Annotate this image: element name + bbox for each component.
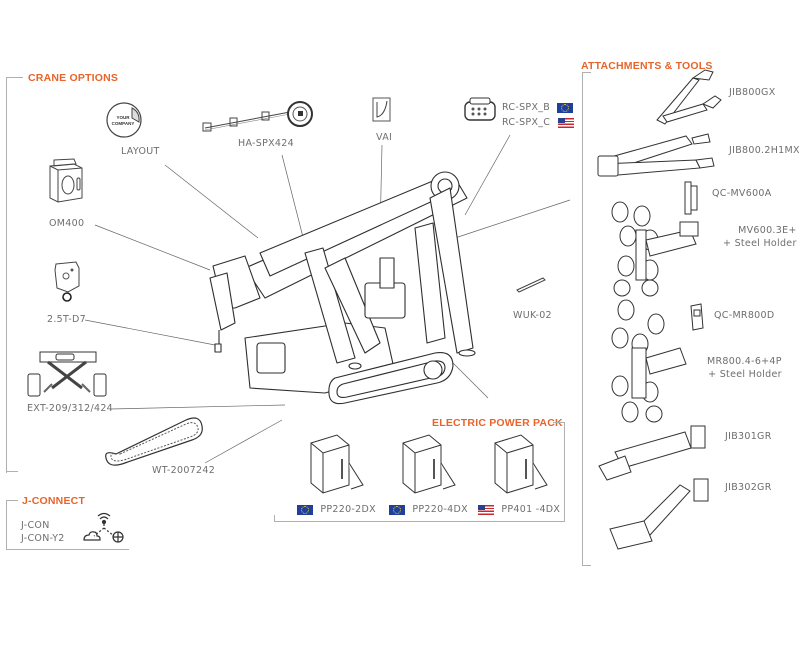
j-con-y2-label: J-CON-Y2 (21, 533, 65, 544)
power-pack-3-icon (489, 433, 551, 495)
power-pack-frame (274, 422, 565, 522)
track-label: WT-2007242 (152, 465, 216, 476)
jib302gr-icon (600, 475, 710, 553)
leader-om400 (94, 224, 211, 271)
qc-mv600a-icon (683, 180, 699, 216)
mv600-label: MV600.3E+ + Steel Holder (723, 224, 797, 250)
crane-options-title: CRANE OPTIONS (28, 72, 119, 84)
wide-track-icon (102, 410, 206, 466)
jib800gx-icon (653, 66, 725, 126)
power-pack-label: PP220-4DX (412, 504, 468, 515)
jib301gr-label: JIB301GR (725, 431, 772, 442)
jib800-2h1mx-label: JIB800.2H1MX (729, 145, 800, 156)
power-pack-item-2: PP220-4DX (389, 504, 468, 515)
power-pack-item-3: PP401 -4DX (478, 504, 560, 515)
ha-spx-label: HA-SPX424 (238, 138, 294, 149)
mv600-model: MV600.3E+ (738, 225, 797, 236)
hook-label: 2.5T-D7 (47, 314, 86, 325)
mr800-vacuum-lifter-icon (610, 298, 700, 424)
eu-flag-icon (389, 504, 405, 515)
eu-flag-icon (557, 102, 574, 113)
power-pack-2-icon (397, 433, 459, 495)
layout-sticker-icon: YOUR COMPANY (104, 100, 144, 140)
eu-flag-icon (297, 504, 313, 515)
power-pack-1-icon (305, 433, 367, 495)
hook-block-icon (52, 260, 82, 305)
sticker-text-2: COMPANY (112, 121, 135, 126)
connectivity-icon (80, 508, 128, 544)
mv600-vacuum-lifter-icon (610, 200, 710, 296)
mr800-model: MR800.4-6+4P (707, 356, 782, 367)
wifi-icon (98, 514, 110, 520)
rc-spx-b-text: RC-SPX_B (502, 102, 551, 113)
j-con-label: J-CON (21, 520, 50, 531)
qc-mv600a-label: QC-MV600A (712, 188, 772, 199)
sticker-text-1: YOUR (116, 115, 130, 120)
j-connect-frame-top (6, 500, 18, 501)
leader-hook (84, 319, 216, 346)
ha-spx-cable-icon (200, 100, 320, 140)
spider-crane-illustration (205, 158, 480, 410)
crane-options-frame (6, 77, 23, 473)
jib302gr-label: JIB302GR (725, 482, 772, 493)
jib301gr-icon (595, 422, 710, 482)
wuk-label: WUK-02 (513, 310, 552, 321)
power-pack-label: PP220-2DX (320, 504, 376, 515)
jib800gx-label: JIB800GX (729, 87, 776, 98)
qc-mr800d-icon (689, 302, 705, 332)
attachments-title: ATTACHMENTS & TOOLS (581, 60, 713, 72)
power-pack-title: ELECTRIC POWER PACK (432, 417, 563, 429)
power-pack-label: PP401 -4DX (501, 504, 561, 515)
remote-control-icon (462, 96, 498, 124)
outrigger-extension-icon (26, 350, 108, 400)
j-connect-frame (6, 500, 129, 550)
rc-spx-c-label: RC-SPX_C (502, 117, 574, 128)
leader-track (204, 419, 283, 464)
us-flag-icon (557, 117, 574, 128)
crane-options-frame-bottom (6, 471, 18, 472)
vai-label: VAI (376, 132, 393, 143)
rc-spx-c-text: RC-SPX_C (502, 117, 551, 128)
mv600-sub: + Steel Holder (723, 238, 797, 249)
mr800-label: MR800.4-6+4P + Steel Holder (707, 355, 782, 381)
rc-spx-b-label: RC-SPX_B (502, 102, 574, 113)
mr800-sub: + Steel Holder (708, 369, 782, 380)
wuk-icon (515, 276, 547, 292)
power-pack-frame-left (274, 515, 275, 521)
power-pack-frame-top (553, 422, 564, 423)
ext-label: EXT-209/312/424 (27, 403, 114, 414)
cloud-icon (84, 532, 100, 540)
vai-icon (372, 97, 392, 123)
jib800-2h1mx-icon (596, 130, 718, 182)
attachments-frame (582, 72, 591, 566)
us-flag-icon (478, 504, 494, 515)
om400-icon (46, 158, 86, 206)
qc-mr800d-label: QC-MR800D (714, 310, 775, 321)
j-connect-title: J-CONNECT (22, 495, 86, 507)
power-pack-item-1: PP220-2DX (297, 504, 376, 515)
om400-label: OM400 (49, 218, 85, 229)
layout-label: LAYOUT (121, 146, 160, 157)
